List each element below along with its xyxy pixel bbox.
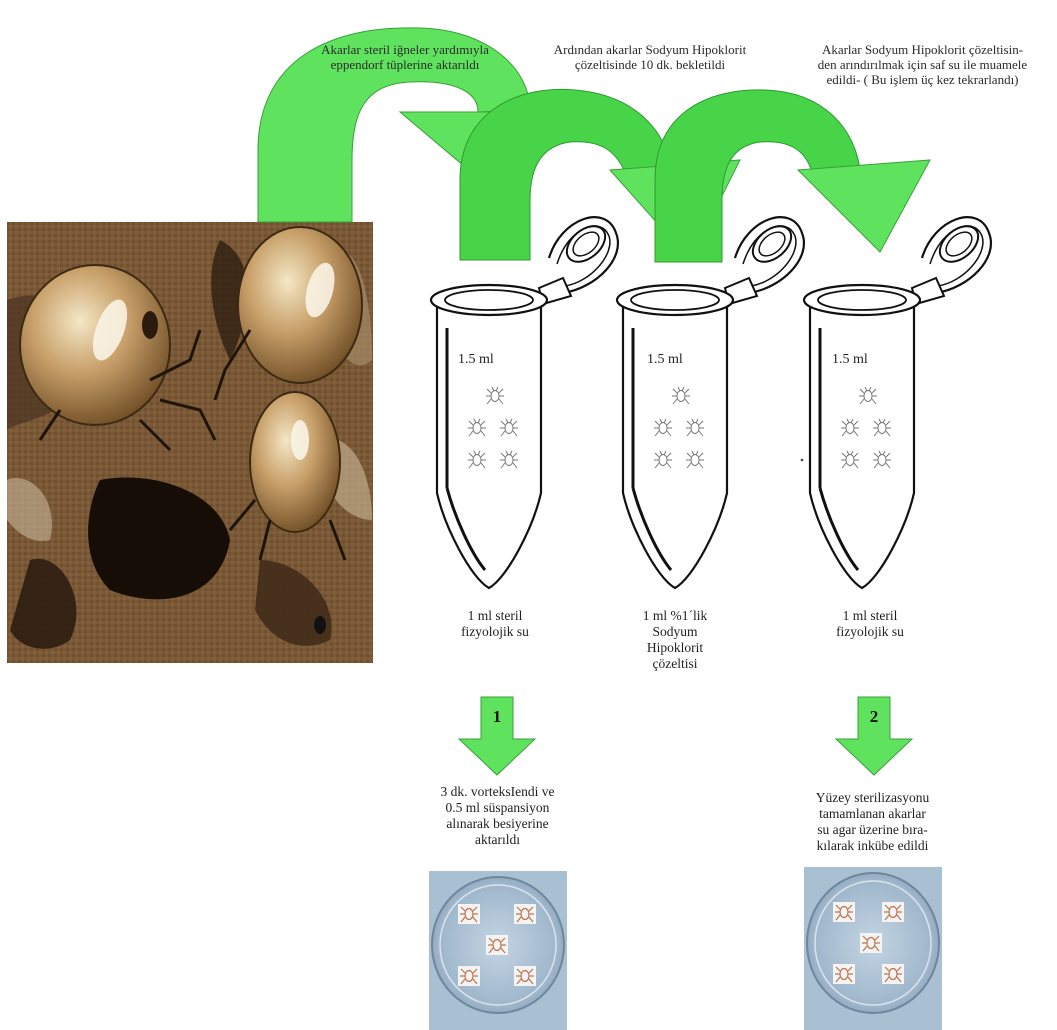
step-text-3-line-2: den arındırılmak için saf su ile muamele bbox=[795, 57, 1050, 72]
down-step-1-line-4: aktarıldı bbox=[415, 832, 580, 848]
down-step-1-line-2: 0.5 ml süspansiyon bbox=[415, 800, 580, 816]
tube-2-content: 1 ml %1´lik Sodyum Hipoklorit çözeltisi bbox=[605, 608, 745, 672]
step-text-1: Akarlar steril iğneler yardımıyla eppend… bbox=[290, 42, 520, 72]
step-text-3-line-3: edildi- ( Bu işlem üç kez tekrarlandı) bbox=[795, 72, 1050, 87]
tube-2 bbox=[617, 217, 804, 588]
tube-1-content-line-2: fizyolojik su bbox=[425, 624, 565, 640]
down-step-2-line-3: su agar üzerine bıra- bbox=[790, 822, 955, 838]
tube-2-volume: 1.5 ml bbox=[647, 352, 683, 368]
tube-1-volume: 1.5 ml bbox=[458, 352, 494, 368]
mite-photo-image bbox=[7, 222, 373, 663]
step-number-2: 2 bbox=[859, 707, 889, 727]
tube-2-content-line-2: Sodyum bbox=[605, 624, 745, 640]
down-step-text-1: 3 dk. vorteksIendi ve 0.5 ml süspansiyon… bbox=[415, 784, 580, 848]
step-text-2-line-2: çözeltisinde 10 dk. bekletildi bbox=[535, 57, 765, 72]
down-step-1-line-3: alınarak besiyerine bbox=[415, 816, 580, 832]
tube-1-content-line-1: 1 ml steril bbox=[425, 608, 565, 624]
tube-2-content-line-3: Hipoklorit bbox=[605, 640, 745, 656]
step-text-1-line-1: Akarlar steril iğneler yardımıyla bbox=[290, 42, 520, 57]
down-step-2-line-2: tamamlanan akarlar bbox=[790, 806, 955, 822]
tube-1 bbox=[431, 217, 618, 588]
down-step-1-line-1: 3 dk. vorteksIendi ve bbox=[415, 784, 580, 800]
tube-2-content-line-1: 1 ml %1´lik bbox=[605, 608, 745, 624]
step-text-3: Akarlar Sodyum Hipoklorit çözeltisin- de… bbox=[795, 42, 1050, 87]
step-text-2: Ardından akarlar Sodyum Hipoklorit çözel… bbox=[535, 42, 765, 72]
tube-3 bbox=[804, 217, 991, 588]
down-step-text-2: Yüzey sterilizasyonu tamamlanan akarlar … bbox=[790, 790, 955, 854]
tube-1-content: 1 ml steril fizyolojik su bbox=[425, 608, 565, 640]
tube-2-content-line-4: çözeltisi bbox=[605, 656, 745, 672]
petri-dish-2 bbox=[804, 867, 942, 1030]
tube-3-volume: 1.5 ml bbox=[832, 352, 868, 368]
step-text-1-line-2: eppendorf tüplerine aktarıldı bbox=[290, 57, 520, 72]
tube-3-content-line-2: fizyolojik su bbox=[800, 624, 940, 640]
step-text-3-line-1: Akarlar Sodyum Hipoklorit çözeltisin- bbox=[795, 42, 1050, 57]
down-step-2-line-4: kılarak inkübe edildi bbox=[790, 838, 955, 854]
tube-3-content: 1 ml steril fizyolojik su bbox=[800, 608, 940, 640]
petri-dish-1 bbox=[429, 871, 567, 1030]
tube-3-content-line-1: 1 ml steril bbox=[800, 608, 940, 624]
step-number-1: 1 bbox=[482, 707, 512, 727]
down-step-2-line-1: Yüzey sterilizasyonu bbox=[790, 790, 955, 806]
step-text-2-line-1: Ardından akarlar Sodyum Hipoklorit bbox=[535, 42, 765, 57]
